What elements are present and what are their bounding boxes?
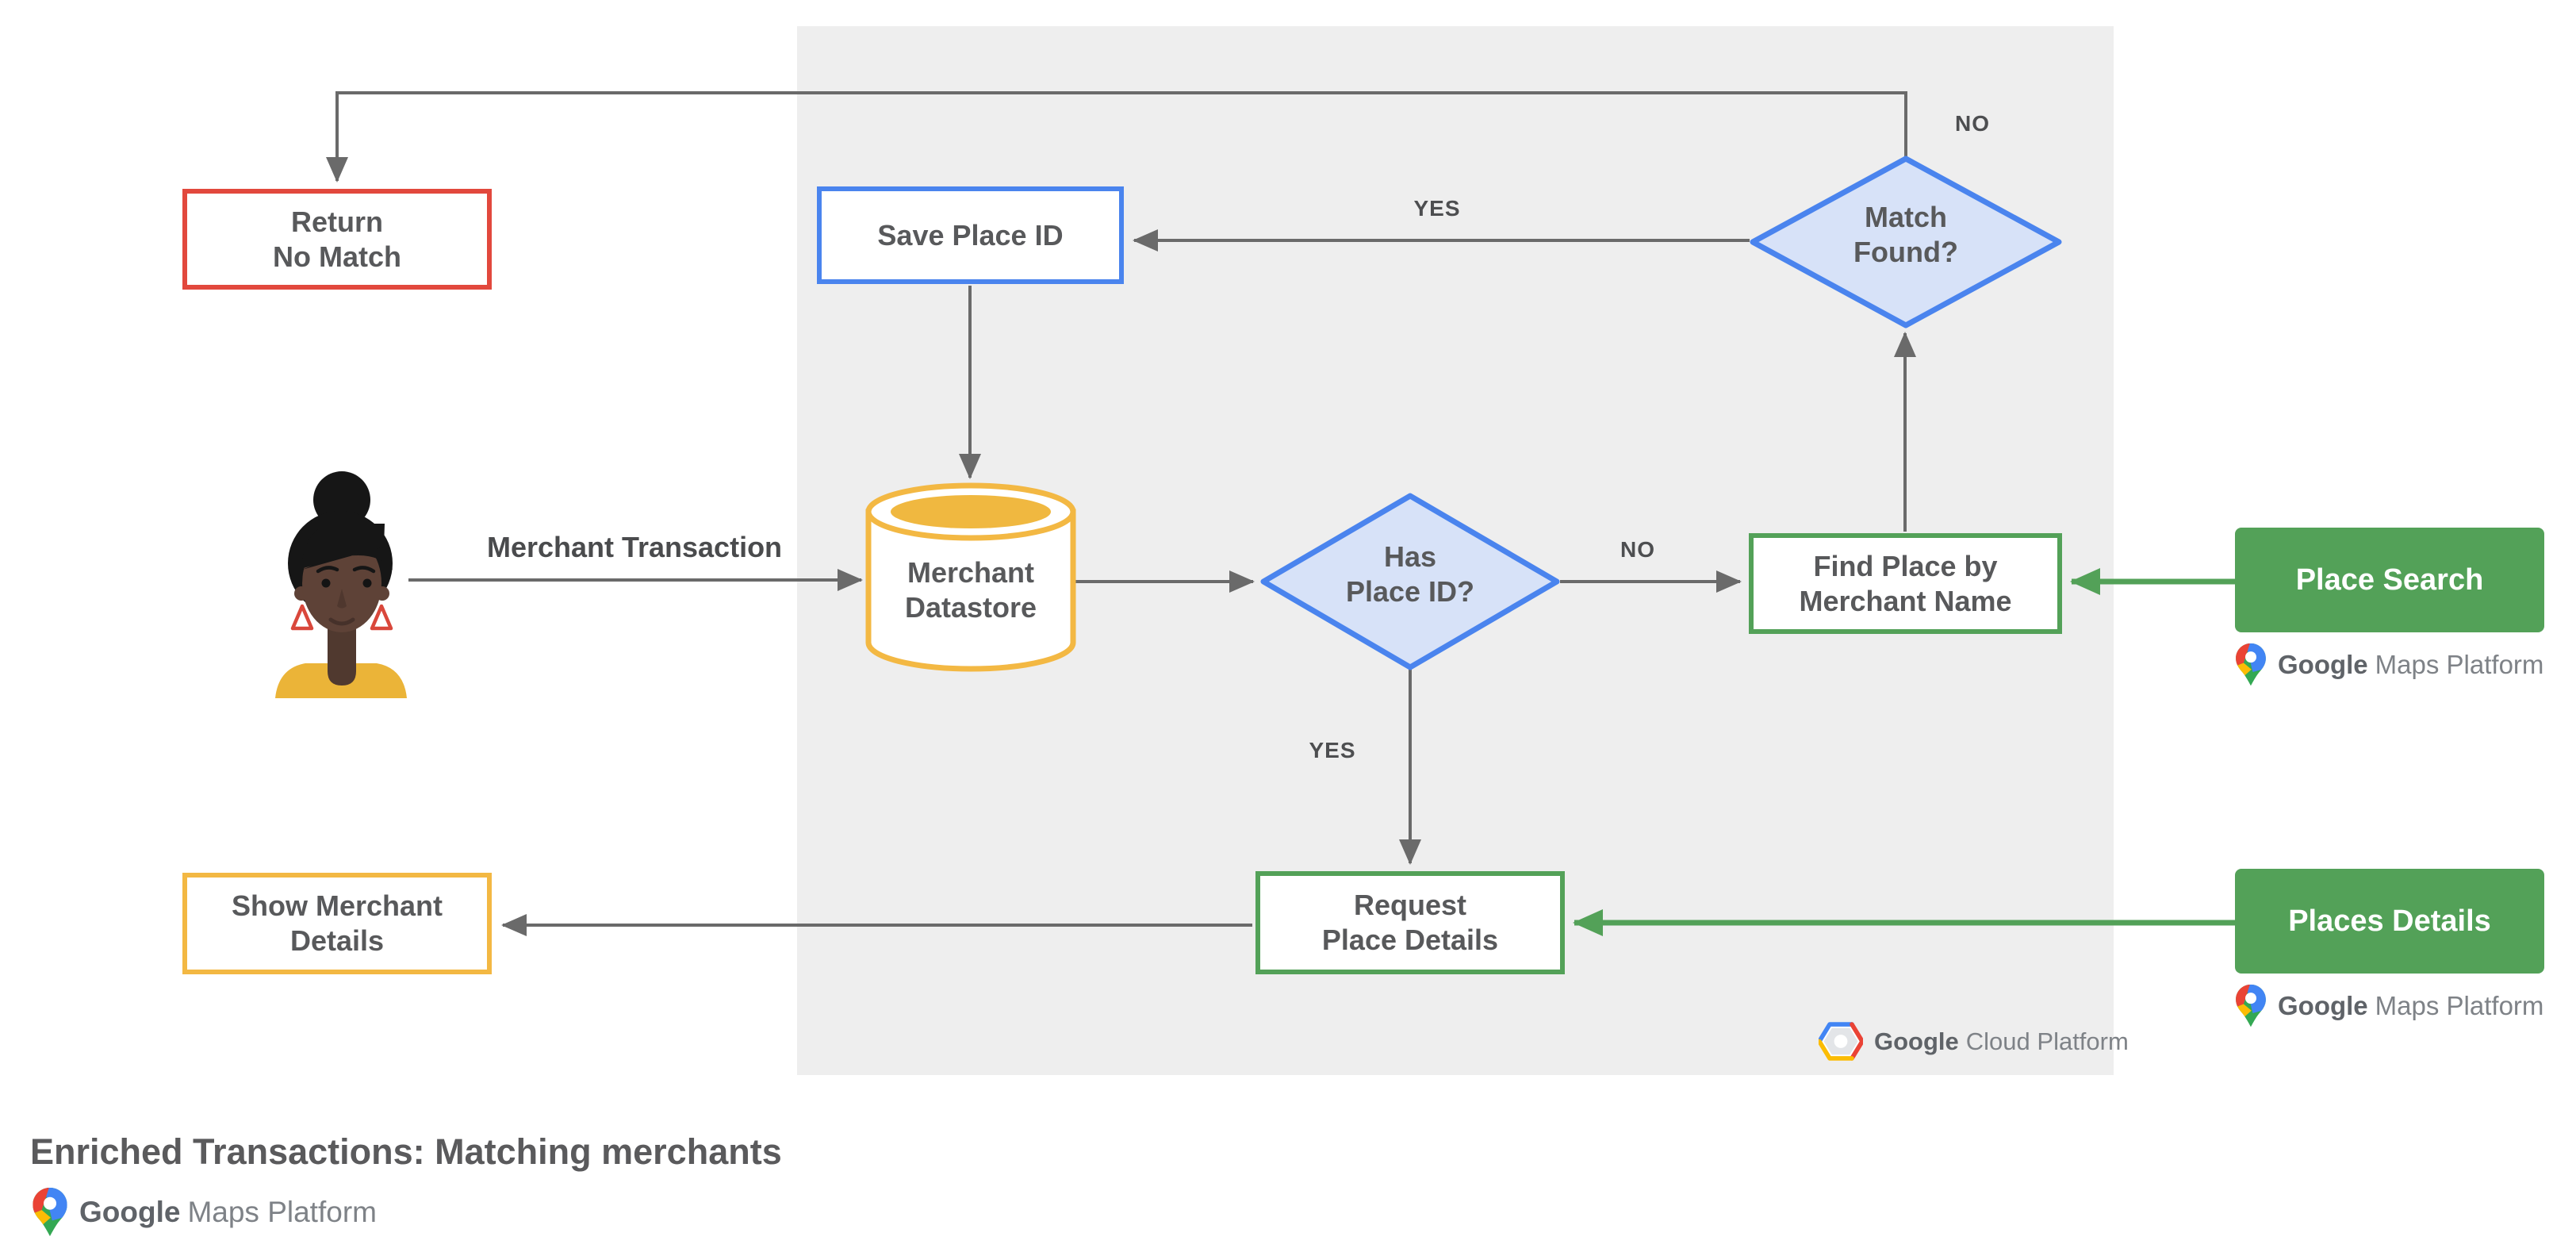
node-find-place-label: Find Place by Merchant Name [1799, 549, 2012, 617]
edge-label-match-found-no: NO [1955, 111, 1990, 136]
node-show-merchant-details-label: Show Merchant Details [231, 889, 443, 957]
maps-platform-badge-places-details: Google Maps Platform [2235, 984, 2543, 1028]
maps-platform-rest-text: Maps Platform [2375, 650, 2544, 679]
google-maps-pin-icon [33, 1187, 67, 1237]
node-show-merchant-details: Show Merchant Details [182, 873, 492, 974]
node-return-no-match: Return No Match [182, 189, 492, 290]
node-request-place-details: Request Place Details [1255, 871, 1565, 974]
diagram-title: Enriched Transactions: Matching merchant… [30, 1131, 782, 1172]
cloud-platform-google-text: Google [1874, 1027, 1959, 1055]
google-maps-pin-icon [2236, 984, 2266, 1027]
maps-platform-google-text: Google [79, 1196, 181, 1228]
node-request-place-details-label: Request Place Details [1321, 889, 1499, 956]
has-place-id-diamond [1260, 493, 1560, 670]
match-found-diamond [1750, 156, 2062, 328]
maps-platform-rest-text: Maps Platform [187, 1196, 377, 1228]
edge-label-has-place-id-no: NO [1620, 537, 1655, 562]
green-connectors [1573, 568, 2235, 936]
maps-platform-footer-badge: Google Maps Platform [32, 1187, 377, 1238]
node-find-place: Find Place by Merchant Name [1749, 533, 2062, 634]
user-avatar-icon [275, 471, 407, 698]
google-cloud-hexagon-icon [1819, 1022, 1863, 1061]
api-box-place-search: Place Search [2235, 528, 2544, 632]
merchant-datastore-cylinder [865, 482, 1076, 672]
node-save-place-id-label: Save Place ID [877, 218, 1064, 252]
cloud-platform-rest-text: Cloud Platform [1965, 1027, 2129, 1055]
api-box-places-details-label: Places Details [2288, 904, 2491, 938]
node-return-no-match-label: Return No Match [273, 205, 401, 273]
merchant-transaction-label: Merchant Transaction [486, 531, 783, 563]
google-maps-pin-icon [2236, 643, 2266, 686]
api-box-place-search-label: Place Search [2295, 563, 2484, 597]
maps-platform-google-text: Google [2278, 991, 2368, 1020]
maps-platform-google-text: Google [2278, 650, 2368, 679]
node-merchant-datastore-label: Merchant Datastore [904, 556, 1037, 624]
node-save-place-id: Save Place ID [817, 186, 1124, 284]
maps-platform-badge-place-search: Google Maps Platform [2235, 643, 2543, 687]
edge-label-match-found-yes: YES [1413, 196, 1461, 221]
gray-connectors [326, 91, 1916, 936]
edge-label-has-place-id-yes: YES [1309, 738, 1356, 762]
node-has-place-id-label: Has Place ID? [1345, 540, 1475, 608]
maps-platform-rest-text: Maps Platform [2375, 991, 2544, 1020]
cloud-platform-badge: Google Cloud Platform [1819, 1022, 2129, 1061]
api-box-places-details: Places Details [2235, 869, 2544, 974]
node-match-found-label: Match Found? [1853, 201, 1958, 268]
